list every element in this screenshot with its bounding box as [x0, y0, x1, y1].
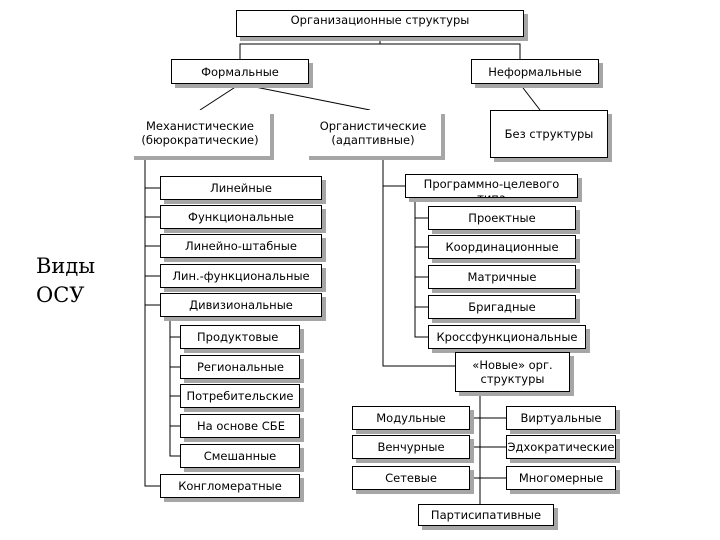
product-box: Продуктовые	[180, 325, 300, 349]
adhocratic-box: Эдхократические	[506, 435, 616, 459]
cross-functional-box: Кроссфункциональные	[428, 325, 586, 349]
line-functional-box: Лин.-функциональные	[160, 264, 322, 288]
project-box: Проектные	[428, 206, 576, 230]
organic-box: Органистические (адаптивные)	[305, 110, 441, 156]
matrix-box: Матричные	[428, 265, 576, 289]
venture-box: Венчурные	[352, 435, 470, 459]
virtual-box: Виртуальные	[506, 406, 616, 430]
informal-box: Неформальные	[471, 59, 599, 84]
side-label: Виды ОСУ	[36, 254, 96, 307]
root-box: Организационные структуры	[236, 10, 524, 37]
brigade-box: Бригадные	[428, 295, 576, 319]
mixed-box: Смешанные	[180, 444, 300, 468]
new-structures-box: «Новые» орг. структуры	[455, 352, 570, 392]
no-structure-box: Без структуры	[490, 110, 608, 158]
coordination-box: Координационные	[428, 235, 576, 259]
regional-box: Региональные	[180, 355, 300, 379]
linear-box: Линейные	[160, 176, 322, 200]
program-target-box: Программно-целевого типа	[405, 174, 578, 198]
multidimensional-box: Многомерные	[506, 466, 616, 490]
functional-box: Функциональные	[160, 205, 322, 229]
network-box: Сетевые	[352, 466, 470, 490]
divisional-box: Дивизиональные	[160, 293, 322, 317]
consumer-box: Потребительские	[180, 384, 300, 408]
line-staff-box: Линейно-штабные	[160, 234, 322, 258]
sbu-box: На основе СБЕ	[180, 414, 300, 438]
mechanistic-box: Механистические (бюрократические)	[130, 110, 270, 156]
participative-box: Партисипативные	[418, 504, 554, 526]
formal-box: Формальные	[171, 59, 309, 84]
modular-box: Модульные	[352, 406, 470, 430]
conglomerate-box: Конгломератные	[160, 474, 300, 498]
